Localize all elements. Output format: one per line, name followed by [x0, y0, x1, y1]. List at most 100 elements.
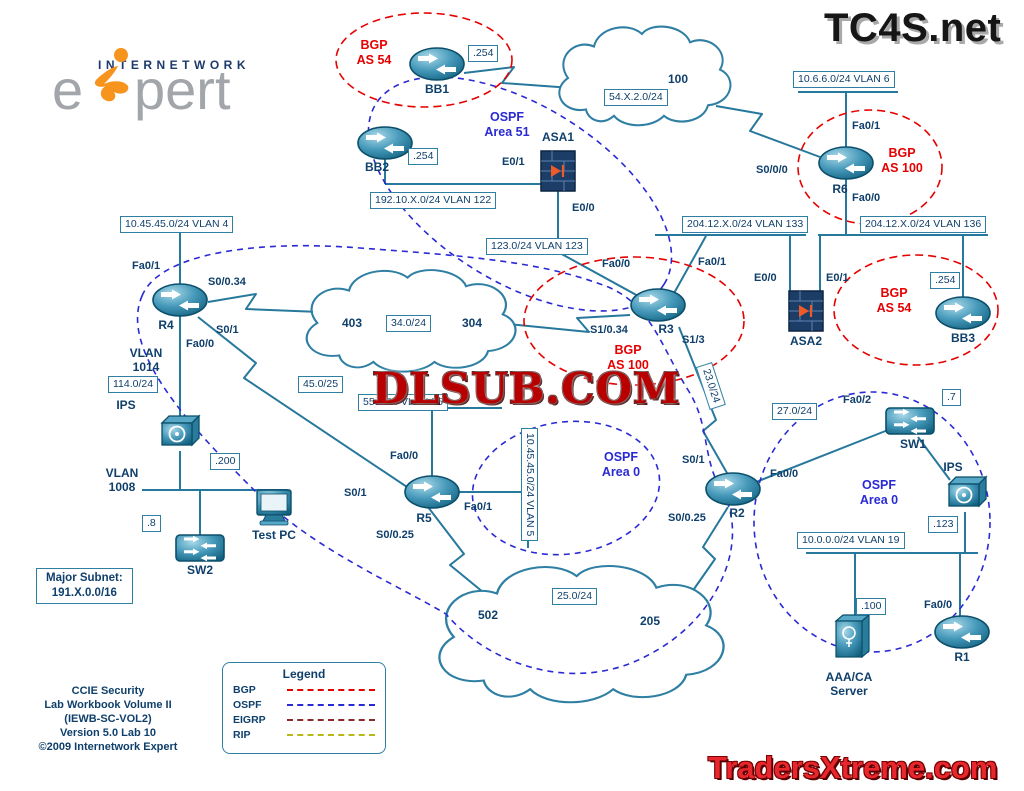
major-subnet-value: 191.X.0.0/16 — [51, 587, 117, 599]
legend-label-rip: RIP — [233, 729, 251, 741]
area-label-bgp-as100-r3: BGP AS 100 — [607, 343, 649, 372]
device-label-testpc: Test PC — [252, 528, 296, 542]
watermark-dlsub: DLSUB.COM — [372, 364, 681, 413]
ospf-area0-right-boundary — [753, 391, 991, 653]
interface-label-r3-fa00: Fa0/0 — [602, 258, 631, 270]
footer-text: CCIE Security Lab Workbook Volume II (IE… — [14, 684, 202, 754]
interface-label-sw1-fa02: Fa0/2 — [843, 394, 872, 406]
label-vlan123: 123.0/24 VLAN 123 — [486, 238, 588, 255]
interface-label-r5-s01: S0/1 — [344, 487, 367, 499]
interface-label-r6-fa00: Fa0/0 — [852, 192, 881, 204]
interface-label-r2-s0025: S0/0.25 — [668, 512, 706, 524]
ospf-big-boundary — [136, 244, 734, 675]
router-icon-r1 — [934, 615, 990, 649]
interface-label-r6-fa01: Fa0/1 — [852, 120, 881, 132]
switch-icon-sw1 — [885, 407, 935, 436]
interface-label-r4-s0034: S0/0.34 — [208, 276, 246, 288]
device-label-asa2: ASA2 — [789, 334, 823, 348]
bgp-as54-bb1-boundary — [335, 12, 513, 108]
footer-line-5: ©2009 Internetwork Expert — [38, 741, 178, 753]
pc-icon-testpc — [256, 489, 292, 526]
label-vlan4: 10.45.45.0/24 VLAN 4 — [120, 216, 234, 233]
device-label-r6: R6 — [832, 182, 848, 196]
footer-line-3: (IEWB-SC-VOL2) — [64, 713, 152, 725]
cloud-bottom — [438, 564, 725, 704]
interface-label-asa2-e00: E0/0 — [754, 272, 777, 284]
device-label-sw1: SW1 — [899, 437, 927, 451]
interface-label-asa1-e00: E0/0 — [572, 202, 595, 214]
device-label-r5: R5 — [416, 511, 432, 525]
label-vlan1008: VLAN 1008 — [105, 466, 139, 494]
interface-label-r5-fa01: Fa0/1 — [464, 501, 493, 513]
legend-dash-bgp — [287, 689, 375, 691]
device-label-r4: R4 — [158, 318, 174, 332]
label-net54: 54.X.2.0/24 — [604, 89, 668, 106]
label-sw2-ip: .8 — [142, 515, 161, 532]
interface-label-r3-fa01: Fa0/1 — [698, 256, 727, 268]
router-icon-bb3 — [935, 296, 991, 330]
label-vlan55: 55.0/24 VLAN 55 — [358, 394, 448, 411]
area-label-bgp-as54-bb1: BGP AS 54 — [356, 38, 392, 67]
firewall-icon-asa1 — [539, 149, 577, 193]
area-label-ospf-area0-right: OSPF Area 0 — [859, 478, 899, 507]
interface-label-r1-fa00: Fa0/0 — [924, 599, 953, 611]
logo-letters-pert: pert — [134, 58, 231, 121]
device-label-bb2: BB2 — [364, 160, 390, 174]
footer-line-4: Version 5.0 Lab 10 — [60, 727, 156, 739]
label-vlan5: 10.45.45.0/24 VLAN 5 — [521, 428, 538, 542]
label-vlan1014: VLAN 1014 — [129, 346, 163, 374]
protocol-boundaries — [136, 12, 999, 675]
watermark-traders: TradersXtreme.com — [708, 750, 998, 785]
label-vlan133: 204.12.X.0/24 VLAN 133 — [682, 216, 809, 233]
label-pc-ip: .200 — [210, 453, 241, 470]
legend: Legend BGP OSPF EIGRP RIP — [222, 662, 386, 754]
cloud-label-205: 205 — [640, 614, 661, 628]
label-net45: 45.0/25 — [298, 376, 344, 393]
device-label-r3: R3 — [658, 322, 674, 336]
cloud-label-304: 304 — [462, 316, 483, 330]
interface-label-r4-fa01: Fa0/1 — [132, 260, 161, 272]
bgp-as100-r6-boundary — [797, 109, 943, 225]
ospf-area51-boundary — [367, 76, 673, 312]
interface-label-r2-fa00: Fa0/0 — [770, 468, 799, 480]
label-ips-ip: .123 — [928, 516, 959, 533]
server-icon-aaa — [835, 614, 870, 658]
router-icon-r2 — [705, 472, 761, 506]
footer-line-1: CCIE Security — [71, 685, 145, 697]
label-sw1-ip: .7 — [942, 389, 961, 406]
label-bb3-ip: .254 — [930, 272, 961, 289]
interface-label-r4-fa00: Fa0/0 — [186, 338, 215, 350]
label-bb2-ip: .254 — [408, 148, 439, 165]
switch-icon-sw2 — [175, 534, 225, 563]
interface-label-r6-s000: S0/0/0 — [756, 164, 788, 176]
legend-dash-rip — [287, 734, 375, 736]
ips-icon-left — [161, 415, 200, 446]
cloud-label-403: 403 — [342, 316, 363, 330]
device-label-ips-left: IPS — [116, 398, 136, 412]
area-label-bgp-as100-r6: BGP AS 100 — [881, 146, 923, 175]
interface-label-r5-fa00: Fa0/0 — [390, 450, 419, 462]
label-net34: 34.0/24 — [386, 315, 432, 332]
legend-row-rip: RIP — [223, 729, 385, 741]
logo-figure-icon — [94, 48, 129, 102]
interface-label-r3-s13: S1/3 — [682, 334, 705, 346]
ips-icon-right — [948, 476, 987, 507]
label-net27: 27.0/24 — [772, 403, 818, 420]
major-subnet-box: Major Subnet: 191.X.0.0/16 — [36, 568, 133, 604]
legend-row-bgp: BGP — [223, 684, 385, 696]
legend-label-eigrp: EIGRP — [233, 714, 266, 726]
major-subnet-title: Major Subnet: — [46, 572, 123, 584]
logo-letter-e: e — [52, 58, 84, 121]
firewall-icon-asa2 — [787, 289, 825, 333]
label-net25: 25.0/24 — [552, 588, 598, 605]
area-label-ospf-area0-mid: OSPF Area 0 — [601, 450, 641, 479]
ospf-area0-mid-boundary — [471, 420, 661, 556]
label-vlan122: 192.10.X.0/24 VLAN 122 — [370, 192, 497, 209]
interface-label-r5-s0025: S0/0.25 — [376, 529, 414, 541]
router-icon-r4 — [152, 283, 208, 317]
label-net114: 114.0/24 — [108, 376, 159, 393]
bgp-as54-bb3-boundary — [833, 254, 999, 366]
label-aaa-ip: .100 — [856, 598, 887, 615]
device-label-bb3: BB3 — [950, 331, 976, 345]
